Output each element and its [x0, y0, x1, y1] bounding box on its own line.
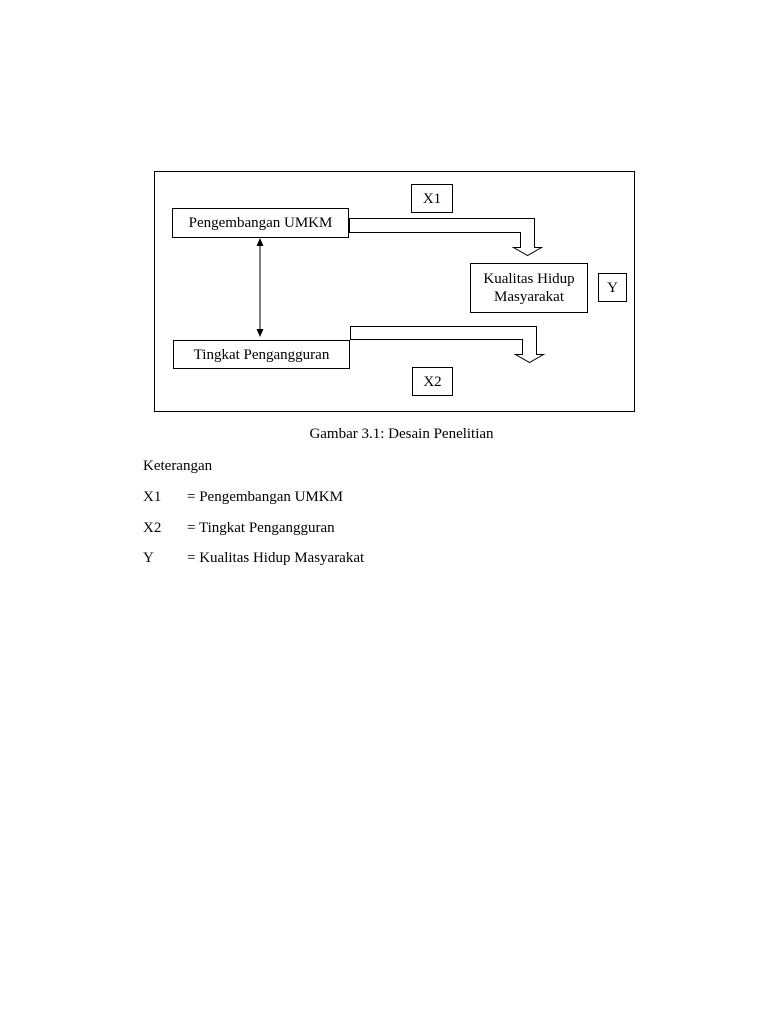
legend-row: X1 = Pengembangan UMKM [143, 489, 543, 509]
legend-key: X1 [143, 489, 162, 505]
node-kualitas-label-line2: Masyarakat [494, 289, 564, 305]
node-umkm-label: Pengembangan UMKM [188, 215, 333, 231]
node-penganggur-label: Tingkat Pengangguran [193, 346, 330, 363]
legend-row: X2 = Tingkat Pengangguran [143, 520, 543, 540]
node-tingkat-pengangguran: Tingkat Pengangguran [173, 340, 350, 369]
legend-value: = Kualitas Hidup Masyarakat [187, 550, 365, 566]
legend-row: Y = Kualitas Hidup Masyarakat [143, 550, 543, 570]
tag-x2: X2 [412, 367, 453, 396]
node-kualitas-hidup: Kualitas Hidup Masyarakat [470, 263, 588, 313]
tag-y-label: Y [607, 279, 618, 296]
node-kualitas-label-line1: Kualitas Hidup [483, 271, 575, 287]
legend-key: X2 [143, 520, 162, 536]
diagram-frame [154, 171, 635, 412]
tag-x1: X1 [411, 184, 453, 213]
figure-caption: Gambar 3.1: Desain Penelitian [309, 426, 494, 442]
tag-y: Y [598, 273, 627, 302]
legend-value: = Pengembangan UMKM [187, 489, 343, 505]
node-pengembangan-umkm: Pengembangan UMKM [172, 208, 349, 238]
tag-x1-label: X1 [422, 190, 442, 207]
legend-key: Y [143, 550, 154, 566]
legend-value: = Tingkat Pengangguran [187, 520, 335, 536]
legend-title: Keterangan [143, 458, 213, 474]
tag-x2-label: X2 [423, 373, 442, 390]
